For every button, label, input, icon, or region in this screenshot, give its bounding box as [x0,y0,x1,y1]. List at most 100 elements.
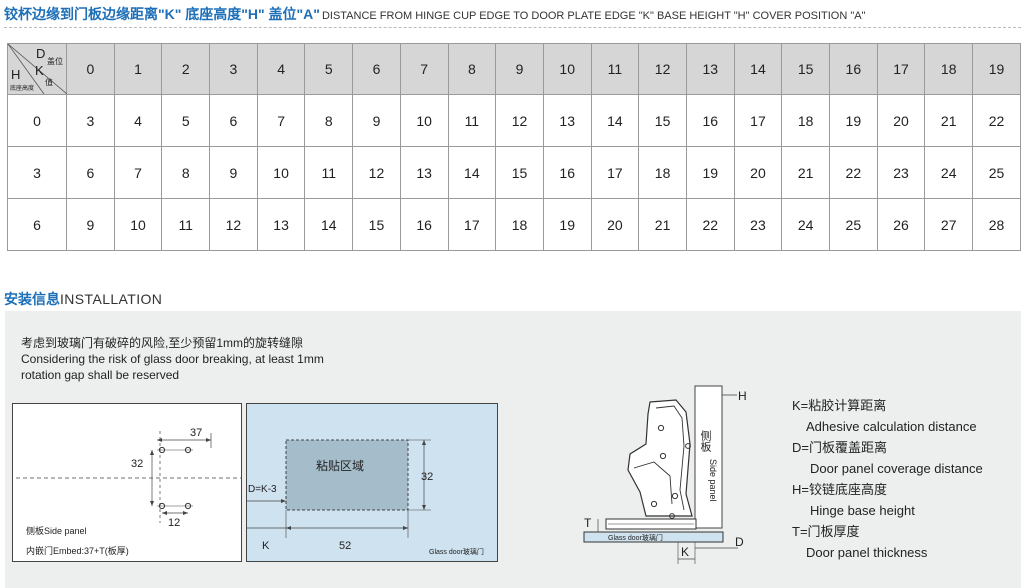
d-marker: D [735,535,744,549]
embed-label: 内嵌门Embed:37+T(板厚) [26,545,129,556]
table-cell: 15 [638,94,687,147]
installation-title-cn: 安装信息 [4,291,60,307]
table-cell: 4 [113,94,163,147]
def-d-cn: D=门板覆盖距离 [792,440,887,455]
table-cell: 23 [876,146,926,199]
table-cell: 13 [256,198,306,251]
table-cell: 7 [256,94,306,147]
corner-cell: D 盖位 K 值 H 底座高度 [7,43,67,95]
header-cell: 19 [972,43,1021,95]
diagonal-lines [8,44,67,94]
table-cell: 19 [685,146,735,199]
table-cell: 20 [733,146,783,199]
title-divider [4,27,1021,28]
table-cell: 12 [209,198,258,251]
table-cell: 16 [685,94,735,147]
table-cell: 21 [781,146,830,199]
installation-note: 考虑到玻璃门有破碎的风险,至少预留1mm的旋转缝隙 Considering th… [21,335,324,383]
table-cell: 11 [161,198,211,251]
table-cell: 28 [972,198,1021,251]
table-cell: 19 [829,94,878,147]
table-cell: 23 [733,198,783,251]
corner-cover: 盖位 [47,57,63,66]
table-cell: 20 [590,198,640,251]
table-cell: 17 [447,198,497,251]
dim-12-label: 12 [168,517,180,529]
corner-d: D [36,46,46,61]
header-cell: 16 [829,43,878,95]
installation-title-en: INSTALLATION [60,291,163,307]
def-h-cn: H=铰链底座高度 [792,482,887,497]
table-cell: 12 [352,146,401,199]
note-en-2: rotation gap shall be reserved [21,368,180,382]
width-52-label: 52 [339,540,351,552]
header-cell: 5 [304,43,354,95]
def-k-en: Adhesive calculation distance [806,419,977,434]
header-cell: 15 [781,43,830,95]
def-k-cn: K=粘胶计算距离 [792,398,887,413]
header-cell: 6 [352,43,401,95]
side-panel-cn: 侧板 [699,430,712,453]
table-cell: 14 [447,146,497,199]
corner-base-height: 底座高度 [10,86,35,92]
d-equation-label: D=K-3 [248,484,277,495]
table-cell: 11 [447,94,497,147]
table-cell: 8 [304,94,354,147]
header-cell: 7 [399,43,449,95]
paste-area [285,439,409,511]
table-cell: 12 [495,94,544,147]
table-row: 6 9 10 11 12 13 14 15 16 17 18 19 20 21 … [7,198,1021,251]
side-panel-en: Side panel [708,459,718,502]
row-head-h: 3 [7,146,67,199]
page-title: 铰杯边缘到门板边缘距离"K" 底座高度"H" 盖位"A"DISTANCE FRO… [4,4,1021,26]
corner-value: 值 [45,78,53,87]
glass-door-label: Glass door玻璃门 [429,547,484,556]
table-row: 0 3 4 5 6 7 8 9 10 11 12 13 14 15 16 17 … [7,94,1021,147]
table-cell: 7 [113,146,163,199]
note-cn: 考虑到玻璃门有破碎的风险,至少预留1mm的旋转缝隙 [21,336,304,350]
dim-32-label: 32 [131,458,143,470]
table-cell: 18 [781,94,830,147]
table-cell: 9 [66,198,115,251]
hinge-section-diagram: H 侧板 Side panel T Glass door玻璃门 K D [583,385,747,564]
table-cell: 15 [352,198,401,251]
paste-area-label: 粘贴区域 [316,458,364,473]
corner-h: H [11,67,21,82]
title-cn: 铰杯边缘到门板边缘距离"K" 底座高度"H" 盖位"A" [4,6,320,22]
header-cell: 14 [733,43,783,95]
installation-panel: 考虑到玻璃门有破碎的风险,至少预留1mm的旋转缝隙 Considering th… [5,311,1021,588]
hinge-arm [627,399,693,517]
glass-door [583,531,724,543]
table-cell: 24 [781,198,830,251]
table-cell: 24 [924,146,974,199]
def-t-en: Door panel thickness [806,545,928,560]
table-cell: 25 [829,198,878,251]
paste-height-label: 32 [421,471,433,483]
table-cell: 14 [304,198,354,251]
k-marker: K [681,545,689,559]
drilling-diagram: 37 32 12 侧板Side panel 内嵌门Embed:37+T(板厚) [12,403,242,562]
table-cell: 22 [972,94,1021,147]
def-d-en: Door panel coverage distance [810,461,983,476]
table-cell: 21 [638,198,687,251]
note-en-1: Considering the risk of glass door break… [21,352,324,366]
header-cell: 12 [638,43,687,95]
table-cell: 16 [399,198,449,251]
def-t-cn: T=门板厚度 [792,524,860,539]
table-cell: 5 [161,94,211,147]
table-cell: 13 [399,146,449,199]
header-cell: 0 [66,43,115,95]
table-cell: 9 [352,94,401,147]
header-cell: 4 [256,43,306,95]
header-cell: 1 [113,43,163,95]
header-cell: 13 [685,43,735,95]
table-cell: 15 [495,146,544,199]
dim-37-label: 37 [190,427,202,439]
table-cell: 17 [590,146,640,199]
def-h-en: Hinge base height [810,503,915,518]
header-cell: 18 [924,43,974,95]
side-panel [694,385,723,529]
table-cell: 20 [876,94,926,147]
definitions-list: K=粘胶计算距离 Adhesive calculation distance D… [792,395,983,563]
table-cell: 18 [638,146,687,199]
